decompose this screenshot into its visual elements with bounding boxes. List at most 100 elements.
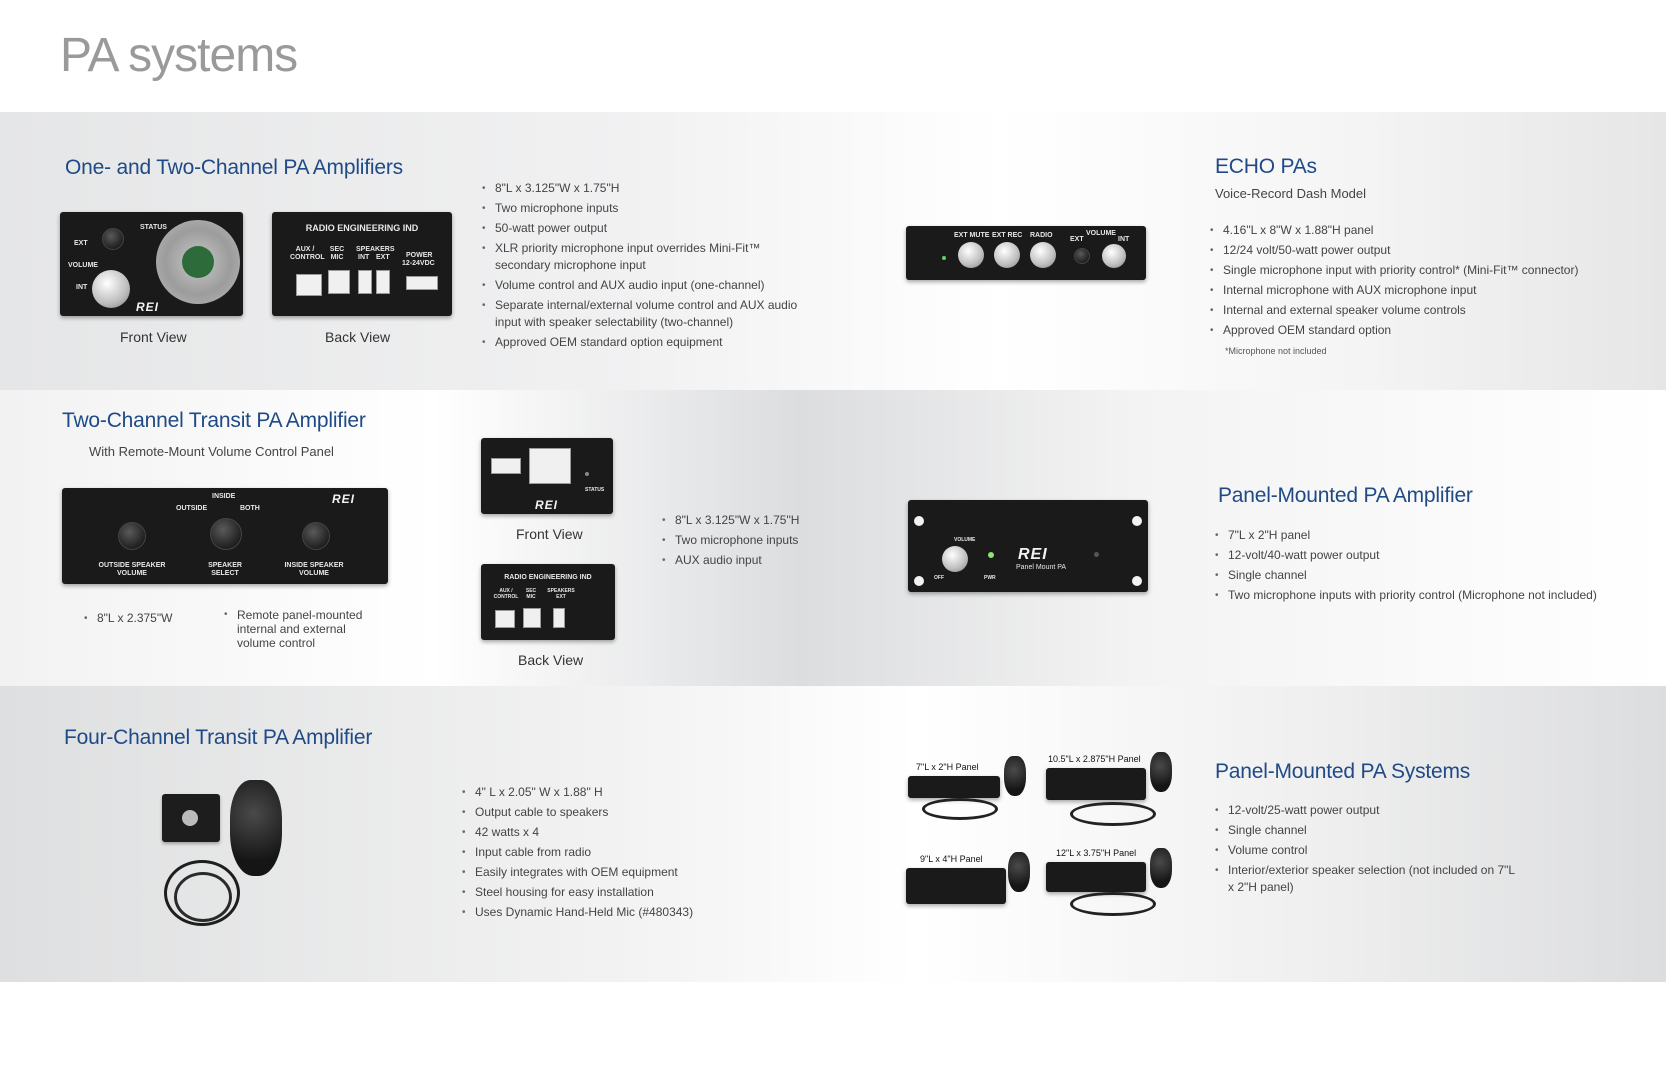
status-label: STATUS [585, 487, 605, 493]
ext-rec-label: EXT REC [992, 232, 1023, 239]
int-speaker-connector-icon [358, 270, 372, 294]
volume-label: VOLUME [68, 262, 98, 269]
power-voltage-label: 12-24VDC [402, 260, 435, 267]
list-item: 50-watt power output [482, 220, 802, 237]
one-two-front-caption: Front View [120, 329, 187, 345]
list-item: Volume control [1215, 842, 1515, 859]
one-two-back-caption: Back View [325, 329, 391, 345]
echo-subheading: Voice-Record Dash Model [1215, 186, 1367, 201]
list-item: 12/24 volt/50-watt power output [1210, 242, 1650, 259]
list-item: Single microphone input with priority co… [1210, 262, 1650, 279]
list-item: Steel housing for easy installation [462, 884, 772, 901]
pwr-label: PWR [984, 575, 996, 581]
variant-label: 9"L x 4"H Panel [920, 854, 983, 864]
one-two-channel-heading: One- and Two-Channel PA Amplifiers [65, 156, 403, 179]
list-item: 8"L x 3.125"W x 1.75"H [662, 512, 862, 529]
transit-two-heading: Two-Channel Transit PA Amplifier [62, 409, 366, 432]
list-item: 42 watts x 4 [462, 824, 772, 841]
rei-logo: REI [535, 498, 559, 512]
status-label: STATUS [140, 224, 167, 231]
list-item: 12-volt/40-watt power output [1215, 547, 1660, 564]
inside-volume-knob-icon [302, 522, 330, 550]
ext-jack-icon [1074, 248, 1090, 264]
echo-bullets: 4.16"L x 8"W x 1.88"H panel 12/24 volt/5… [1210, 222, 1650, 342]
coiled-cord-icon [174, 872, 232, 922]
coiled-cord-icon [1070, 802, 1156, 826]
transit-two-back-image: RADIO ENGINEERING IND AUX / CONTROL SEC … [481, 564, 615, 640]
coiled-cord-icon [164, 860, 240, 926]
list-item: 7"L x 2"H panel [1215, 527, 1660, 544]
mount-hole-icon [914, 516, 924, 526]
one-two-channel-back-image: RADIO ENGINEERING IND AUX / CONTROL SEC … [272, 212, 452, 316]
panel-7x2-icon [908, 776, 1000, 798]
off-label: OFF [934, 575, 944, 581]
panel-mounted-amp-bullets: 7"L x 2"H panel 12-volt/40-watt power ou… [1215, 527, 1660, 607]
ext-mute-label: EXT MUTE [954, 232, 990, 239]
list-item: Output cable to speakers [462, 804, 772, 821]
outside-volume-knob-icon [118, 522, 146, 550]
jack-icon [1094, 552, 1099, 557]
both-label: BOTH [240, 505, 260, 512]
outside-speaker-volume-label: OUTSIDE SPEAKER VOLUME [98, 562, 166, 577]
mic-icon [1008, 852, 1030, 892]
volume-label: VOLUME [954, 537, 976, 543]
back-title-label: RADIO ENGINEERING IND [504, 574, 592, 581]
four-channel-image [150, 780, 300, 940]
power-label: POWER [406, 252, 433, 259]
list-item: Internal microphone with AUX microphone … [1210, 282, 1650, 299]
speakers-label: SPEAKERS [356, 246, 395, 253]
aux-connector-icon [495, 610, 515, 628]
sec-mic-label: SEC MIC [329, 246, 345, 261]
speaker-select-knob-icon [210, 518, 242, 550]
list-item: Two microphone inputs [482, 200, 802, 217]
inside-speaker-volume-label: INSIDE SPEAKER VOLUME [284, 562, 344, 577]
panel-12x3-icon [1046, 862, 1146, 892]
radio-button-icon [1030, 242, 1056, 268]
outside-label: OUTSIDE [176, 505, 208, 512]
list-item: Volume control and AUX audio input (one-… [482, 277, 802, 294]
four-channel-heading: Four-Channel Transit PA Amplifier [64, 726, 373, 749]
mic-icon [1150, 848, 1172, 888]
aux-label: AUX / CONTROL [493, 588, 519, 600]
echo-pa-image: EXT MUTE EXT REC RADIO EXT VOLUME INT [906, 226, 1146, 280]
panel-10x2-icon [1046, 768, 1146, 800]
list-item: Easily integrates with OEM equipment [462, 864, 772, 881]
echo-note: *Microphone not included [1225, 346, 1327, 356]
echo-volume-knob-icon [1102, 244, 1126, 268]
four-channel-bullets: 4" L x 2.05" W x 1.88" H Output cable to… [462, 784, 772, 924]
panel-systems-heading: Panel-Mounted PA Systems [1215, 760, 1471, 783]
panel-bullets-left: 8"L x 2.375"W [84, 610, 194, 630]
ext-mute-button-icon [958, 242, 984, 268]
panel-mounted-amp-heading: Panel-Mounted PA Amplifier [1218, 484, 1473, 507]
list-item: Single channel [1215, 822, 1515, 839]
ext-rec-button-icon [994, 242, 1020, 268]
echo-volume-label: VOLUME [1086, 230, 1116, 237]
list-item: Input cable from radio [462, 844, 772, 861]
variant-label: 10.5"L x 2.875"H Panel [1048, 754, 1141, 764]
mount-hole-icon [914, 576, 924, 586]
list-item: Single channel [1215, 567, 1660, 584]
list-item: AUX audio input [662, 552, 862, 569]
list-item: Two microphone inputs [662, 532, 862, 549]
mic-icon [1004, 756, 1026, 796]
volume-knob-icon [92, 270, 130, 308]
list-item: Remote panel-mounted internal and extern… [224, 608, 384, 650]
int-label: INT [76, 284, 88, 291]
speakers-ext-label: SPEAKERS EXT [547, 588, 575, 600]
transit-two-front-image: STATUS REI [481, 438, 613, 514]
speakers-ext-label: EXT [376, 254, 390, 261]
list-item: XLR priority microphone input overrides … [482, 240, 802, 274]
rei-logo: REI [136, 300, 160, 314]
inside-label: INSIDE [212, 493, 236, 500]
echo-ext-label: EXT [1070, 236, 1084, 243]
multi-pin-connector-icon [529, 448, 571, 484]
one-two-channel-front-image: STATUS EXT VOLUME INT REI [60, 212, 243, 316]
list-item: 4.16"L x 8"W x 1.88"H panel [1210, 222, 1650, 239]
coiled-cord-icon [1070, 892, 1156, 916]
speaker-connector-icon [553, 608, 565, 628]
list-item: Interior/exterior speaker selection (not… [1215, 862, 1515, 896]
mic-icon [1150, 752, 1172, 792]
sec-mic-connector-icon [523, 608, 541, 628]
ext-label: EXT [74, 240, 88, 247]
list-item: 4" L x 2.05" W x 1.88" H [462, 784, 772, 801]
